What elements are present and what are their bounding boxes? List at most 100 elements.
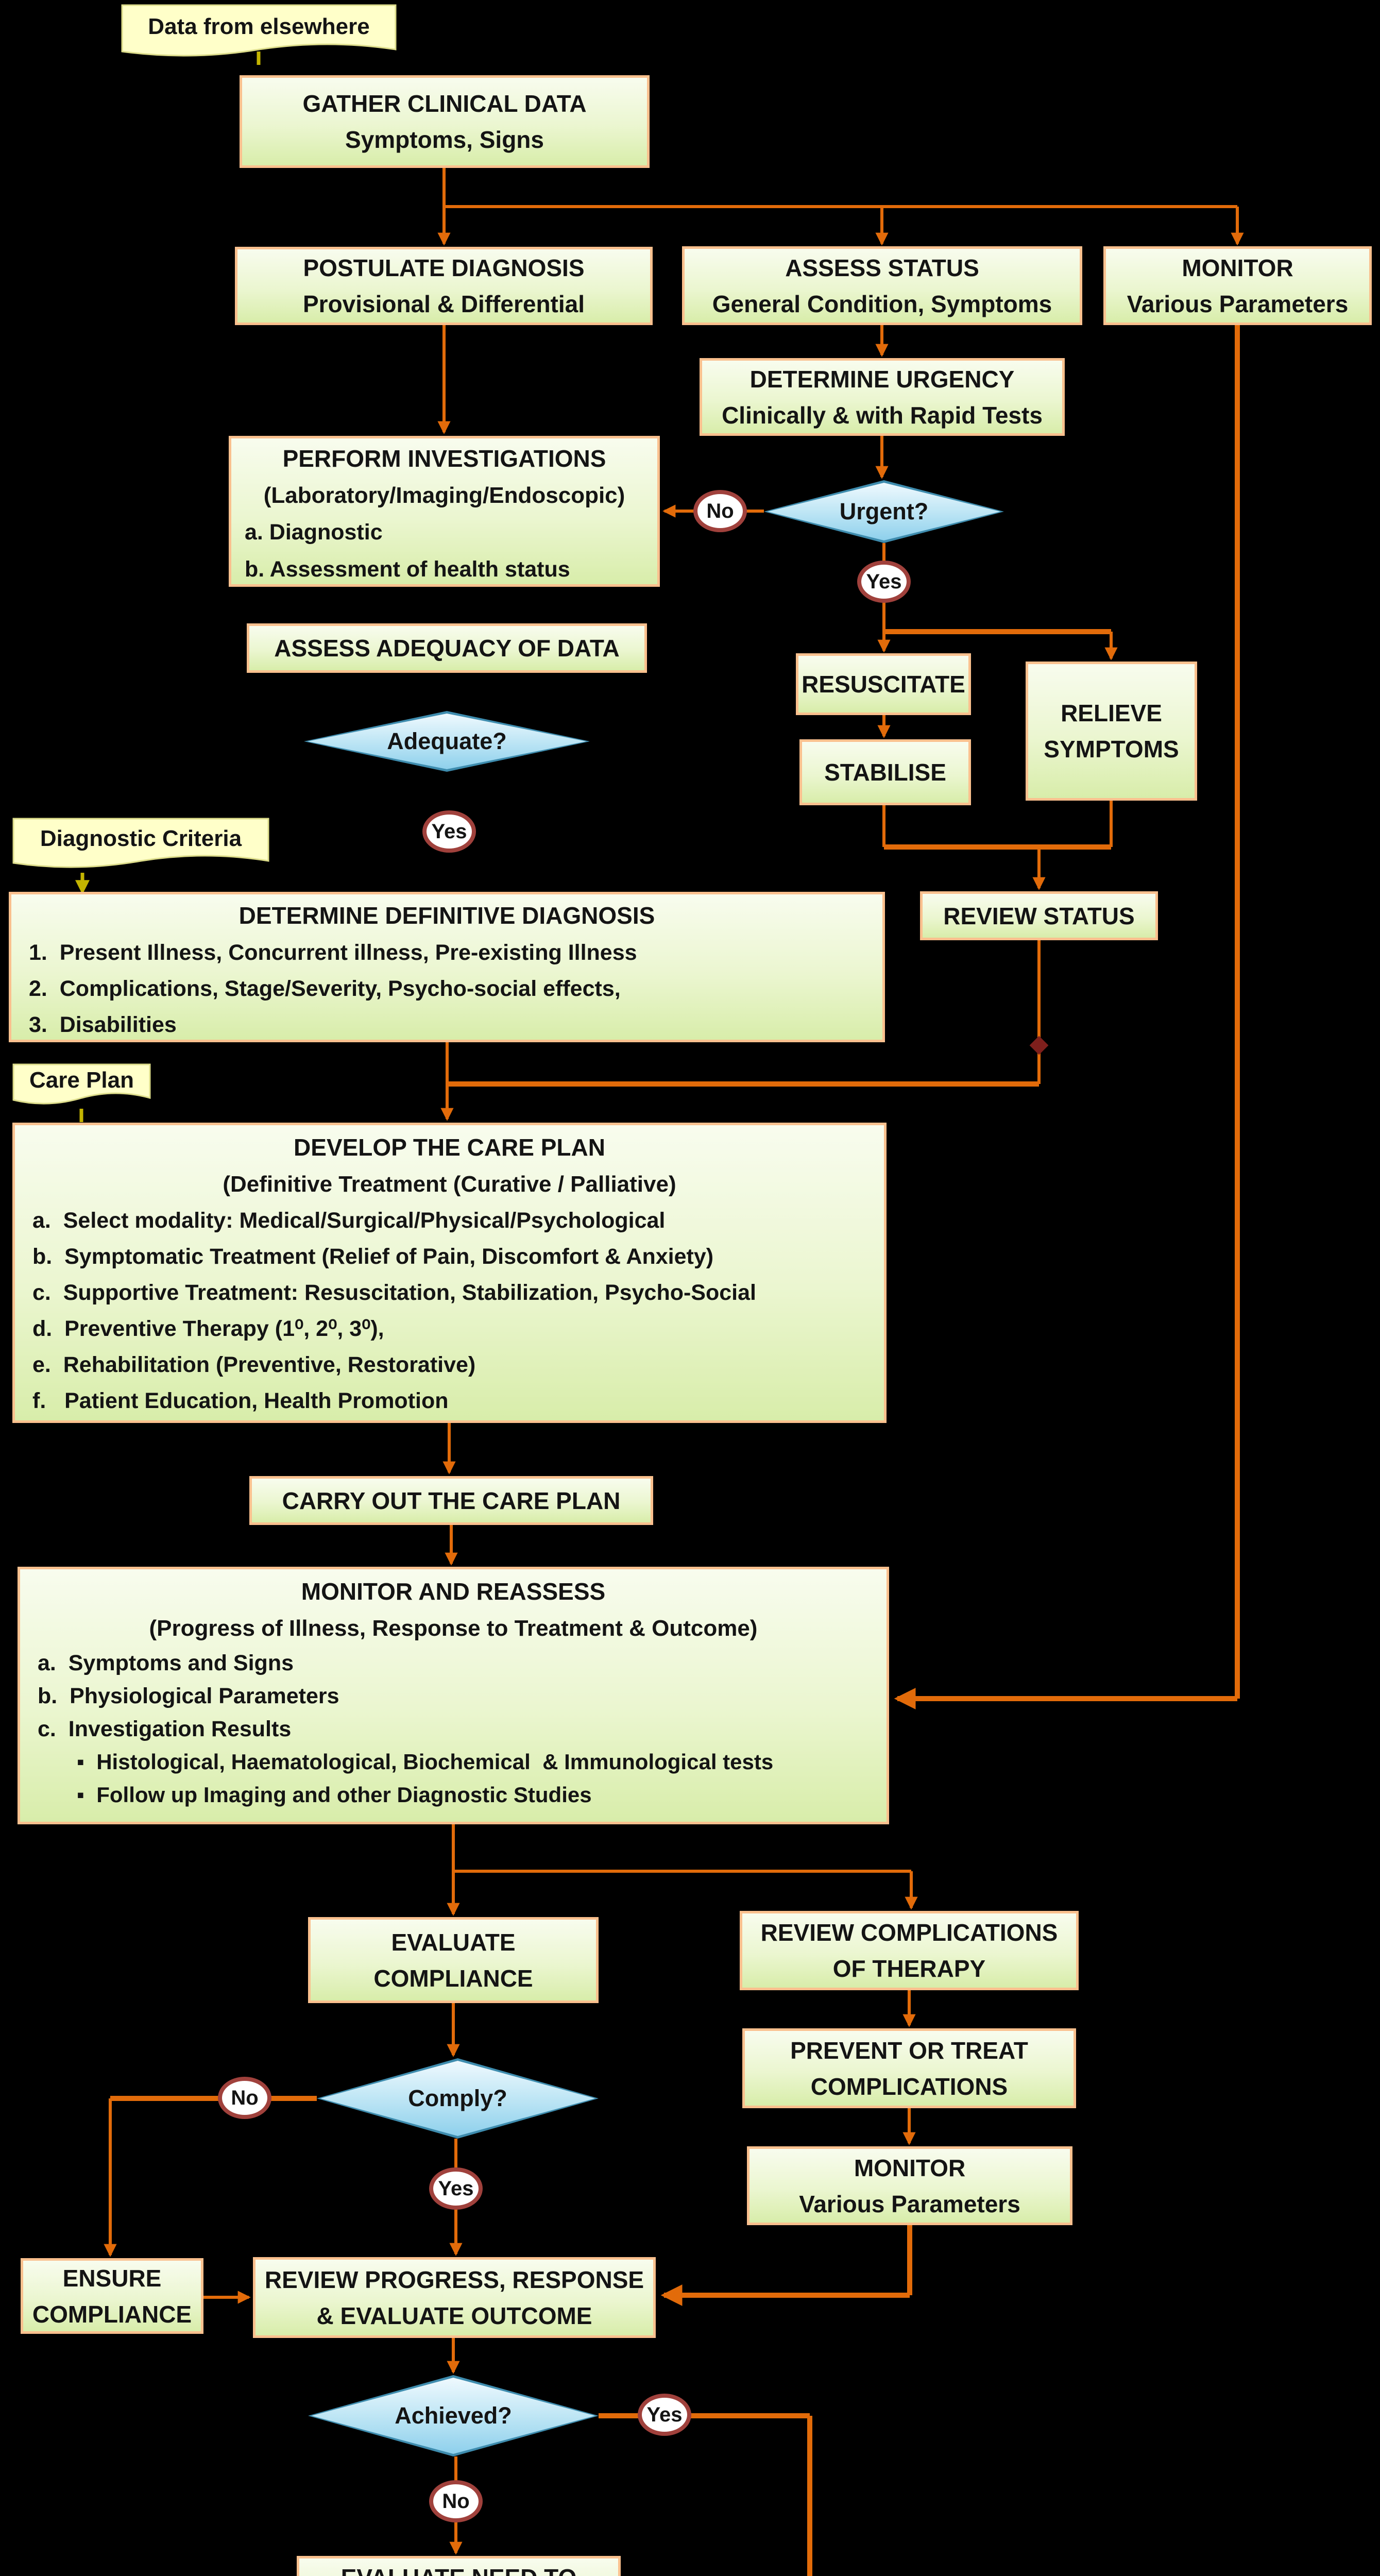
connector-lines <box>104 168 1244 2555</box>
node-title: MONITOR <box>1182 254 1293 281</box>
node-title: EVALUATE NEED TO <box>341 2560 576 2576</box>
node-list-item: b. Physiological Parameters <box>38 1684 339 1708</box>
node-relieve-symptoms: RELIEVE SYMPTOMS <box>1026 662 1197 801</box>
decision-label: Comply? <box>408 2085 507 2111</box>
node-review-complications: REVIEW COMPLICATIONS OF THERAPY <box>740 1911 1079 1990</box>
node-title: REVIEW COMPLICATIONS <box>760 1919 1058 1946</box>
node-title: EVALUATE <box>391 1928 516 1956</box>
node-evaluate-need-review: EVALUATE NEED TO REVIEW CARE PLAN <box>297 2556 621 2576</box>
badge-urgent-yes: Yes <box>857 561 911 603</box>
node-subtitle: Clinically & with Rapid Tests <box>722 401 1043 429</box>
node-title: PERFORM INVESTIGATIONS <box>282 445 606 472</box>
node-subtitle: (Laboratory/Imaging/Endoscopic) <box>263 483 625 508</box>
node-list-subitem: ▪ Follow up Imaging and other Diagnostic… <box>77 1783 592 1807</box>
node-determine-urgency: DETERMINE URGENCY Clinically & with Rapi… <box>700 358 1065 436</box>
node-title: DETERMINE DEFINITIVE DIAGNOSIS <box>238 902 655 929</box>
node-ensure-compliance: ENSURE COMPLIANCE <box>21 2258 203 2334</box>
note-shapes <box>12 4 397 1105</box>
node-title: ASSESS ADEQUACY OF DATA <box>274 635 620 662</box>
node-title: PREVENT OR TREAT <box>790 2037 1028 2064</box>
badge-comply-no: No <box>218 2077 271 2119</box>
node-list-item: e. Rehabilitation (Preventive, Restorati… <box>32 1352 476 1377</box>
decision-label: Urgent? <box>839 498 929 524</box>
node-monitor-and-reassess: MONITOR AND REASSESS (Progress of Illnes… <box>18 1567 889 1824</box>
decision-label: Achieved? <box>395 2402 512 2429</box>
node-list-subitem: ▪ Histological, Haematological, Biochemi… <box>77 1750 774 1774</box>
node-title: GATHER CLINICAL DATA <box>302 90 587 117</box>
node-title: CARRY OUT THE CARE PLAN <box>282 1487 621 1514</box>
node-list-item: a. Diagnostic <box>245 520 383 545</box>
node-list-item: d. Preventive Therapy (1⁰, 2⁰, 3⁰), <box>32 1316 384 1341</box>
node-develop-care-plan: DEVELOP THE CARE PLAN (Definitive Treatm… <box>12 1123 887 1423</box>
node-evaluate-compliance: EVALUATE COMPLIANCE <box>308 1917 599 2003</box>
node-list-item: 1. Present Illness, Concurrent illness, … <box>29 940 637 965</box>
decision-achieved: Achieved? <box>308 2375 599 2456</box>
node-subtitle: Symptoms, Signs <box>345 126 544 153</box>
node-perform-investigations: PERFORM INVESTIGATIONS (Laboratory/Imagi… <box>229 436 660 587</box>
node-title: POSTULATE DIAGNOSIS <box>303 255 585 281</box>
node-subtitle: COMPLICATIONS <box>810 2073 1008 2100</box>
node-review-status: REVIEW STATUS <box>920 891 1158 940</box>
decision-adequate: Adequate? <box>304 711 590 772</box>
node-prevent-treat-complications: PREVENT OR TREAT COMPLICATIONS <box>742 2028 1076 2108</box>
node-list-item: c. Supportive Treatment: Resuscitation, … <box>32 1280 756 1305</box>
badge-comply-yes: Yes <box>429 2167 483 2210</box>
node-title: DETERMINE URGENCY <box>749 365 1015 393</box>
decision-label: Adequate? <box>387 728 507 754</box>
node-title: RELIEVE <box>1061 700 1162 726</box>
badge-urgent-no: No <box>693 490 747 532</box>
node-subtitle: (Definitive Treatment (Curative / Pallia… <box>223 1172 676 1197</box>
node-list-item: 2. Complications, Stage/Severity, Psycho… <box>29 976 621 1001</box>
node-monitor-top: MONITOR Various Parameters <box>1103 246 1372 325</box>
node-subtitle: & EVALUATE OUTCOME <box>316 2302 592 2329</box>
node-subtitle: SYMPTOMS <box>1044 736 1179 762</box>
badge-adequate-yes: Yes <box>422 810 476 853</box>
note-care-plan-shape <box>12 1063 151 1105</box>
node-title: REVIEW PROGRESS, RESPONSE <box>264 2266 644 2293</box>
note-diagnostic-criteria-shape <box>12 818 269 868</box>
node-title: ENSURE <box>62 2264 162 2292</box>
note-care-plan: Care Plan <box>29 1067 134 1093</box>
node-gather-clinical-data: GATHER CLINICAL DATA Symptoms, Signs <box>240 75 650 168</box>
node-subtitle: OF THERAPY <box>832 1955 986 1982</box>
node-subtitle: (Progress of Illness, Response to Treatm… <box>149 1616 758 1641</box>
badge-achieved-yes: Yes <box>638 2394 691 2436</box>
node-title: ASSESS STATUS <box>785 254 979 281</box>
node-subtitle: Various Parameters <box>1127 290 1349 317</box>
note-data-from-elsewhere-shape <box>121 4 397 57</box>
badge-achieved-no: No <box>429 2480 483 2522</box>
node-title: RESUSCITATE <box>802 671 965 698</box>
node-carry-out-care-plan: CARRY OUT THE CARE PLAN <box>249 1476 653 1525</box>
node-title: MONITOR <box>854 2154 966 2181</box>
decision-urgent: Urgent? <box>764 480 1004 543</box>
node-title: DEVELOP THE CARE PLAN <box>294 1134 605 1161</box>
node-subtitle: COMPLIANCE <box>32 2300 192 2328</box>
note-diagnostic-criteria: Diagnostic Criteria <box>40 826 242 851</box>
connector-lines-thick <box>110 325 1240 2576</box>
node-stabilise: STABILISE <box>799 739 971 805</box>
node-list-item: 3. Disabilities <box>29 1012 177 1037</box>
node-list-item: c. Investigation Results <box>38 1717 292 1741</box>
node-list-item: a. Select modality: Medical/Surgical/Phy… <box>32 1208 666 1233</box>
node-monitor-2: MONITOR Various Parameters <box>747 2146 1072 2225</box>
node-assess-adequacy: ASSESS ADEQUACY OF DATA <box>247 623 647 673</box>
node-list-item: b. Symptomatic Treatment (Relief of Pain… <box>32 1244 714 1269</box>
node-list-item: a. Symptoms and Signs <box>38 1651 294 1675</box>
decision-comply: Comply? <box>317 2058 599 2139</box>
node-postulate-diagnosis: POSTULATE DIAGNOSIS Provisional & Differ… <box>235 247 653 325</box>
node-subtitle: Various Parameters <box>799 2190 1020 2217</box>
node-title: REVIEW STATUS <box>943 902 1135 929</box>
node-title: MONITOR AND REASSESS <box>301 1578 606 1605</box>
node-assess-status: ASSESS STATUS General Condition, Symptom… <box>682 246 1082 325</box>
node-subtitle: General Condition, Symptoms <box>712 290 1052 317</box>
node-list-item: b. Assessment of health status <box>245 557 570 582</box>
node-review-progress: REVIEW PROGRESS, RESPONSE & EVALUATE OUT… <box>253 2257 656 2338</box>
node-determine-definitive-diagnosis: DETERMINE DEFINITIVE DIAGNOSIS 1. Presen… <box>9 892 885 1042</box>
merge-diamond-marker <box>1029 1036 1049 1055</box>
node-title: STABILISE <box>824 759 946 786</box>
note-data-from-elsewhere: Data from elsewhere <box>148 14 370 39</box>
node-subtitle: Provisional & Differential <box>302 291 585 317</box>
node-list-item: f. Patient Education, Health Promotion <box>32 1388 449 1413</box>
